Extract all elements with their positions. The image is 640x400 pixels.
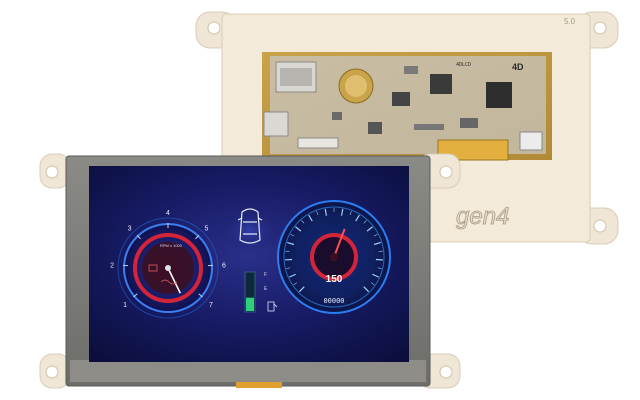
vendor-logo: 4D <box>512 62 524 72</box>
flex-connector <box>437 139 509 161</box>
speed-tick-mark <box>316 211 319 216</box>
tach-tick-mark <box>133 293 138 298</box>
speed-tick-mark <box>372 273 379 278</box>
tach-tick-label: 3 <box>128 225 132 232</box>
tachometer: 1 2 3 4 5 6 7 RPM x 1000 <box>110 210 226 319</box>
pcb-silkscreen: 4DLCD <box>456 62 471 68</box>
speed-tick-mark <box>349 211 352 216</box>
tach-hub <box>165 265 171 271</box>
speed-readout: 150 <box>326 274 343 285</box>
speed-tick-mark <box>377 267 382 270</box>
speed-tick-mark <box>295 226 302 232</box>
tach-tick-label: 6 <box>222 263 226 270</box>
fuel-empty-mark: E <box>264 286 268 292</box>
tach-tick-label: 2 <box>110 263 114 270</box>
fuel-full-mark: F <box>264 272 267 278</box>
usb-port <box>263 111 289 137</box>
speed-tick-mark <box>355 214 360 222</box>
speed-tick-mark <box>287 241 295 246</box>
car-top-icon <box>237 208 263 244</box>
speed-tick-mark <box>340 208 344 216</box>
speed-tick-mark <box>324 208 328 216</box>
tach-tick-mark <box>198 293 203 298</box>
size-label: 5.0 <box>564 17 576 26</box>
tach-needle <box>167 267 181 294</box>
speed-tick-mark <box>363 286 370 293</box>
speed-tick-mark <box>363 220 367 224</box>
back-module: 5.0 4D 4DLCD gen4 <box>195 11 619 245</box>
gen4-logo: gen4 <box>456 203 509 230</box>
car-status: F E <box>218 208 282 313</box>
speed-tick-mark <box>298 286 305 293</box>
dashboard-screen: 1 2 3 4 5 6 7 RPM x 1000 F E <box>89 166 409 362</box>
fuel-gauge: F E <box>244 271 278 313</box>
speedometer: 150 00000 <box>277 200 391 314</box>
tach-tick-mark <box>195 234 200 240</box>
fuel-level-bar <box>246 297 254 311</box>
mcu-chip <box>486 82 512 108</box>
speed-tick-mark <box>308 214 313 222</box>
speed-tick-mark <box>301 220 305 224</box>
tach-tick-mark <box>136 234 141 240</box>
tach-tick-label: 5 <box>204 225 208 232</box>
bottom-flex <box>236 382 282 388</box>
tach-red-ring <box>133 233 203 303</box>
speed-tick-mark <box>290 233 295 237</box>
battery-warning-icon <box>148 264 158 272</box>
speed-tick-mark <box>286 267 291 270</box>
odometer-readout: 00000 <box>323 297 344 305</box>
chip <box>430 74 452 94</box>
speed-tick-mark <box>373 233 378 237</box>
oil-warning-icon <box>160 279 178 285</box>
tach-tick-label: 7 <box>209 302 213 309</box>
tach-tick-label: 4 <box>166 210 170 217</box>
fuel-pump-icon <box>267 301 278 312</box>
speed-tick-mark <box>370 282 375 286</box>
speed-tick-mark <box>366 226 373 232</box>
speed-tick-mark <box>293 282 298 286</box>
tach-unit-label: RPM x 1000 <box>160 243 183 248</box>
speed-tick-mark <box>289 273 296 278</box>
speed-tick-mark <box>373 241 381 246</box>
tach-tick-label: 1 <box>123 302 127 309</box>
